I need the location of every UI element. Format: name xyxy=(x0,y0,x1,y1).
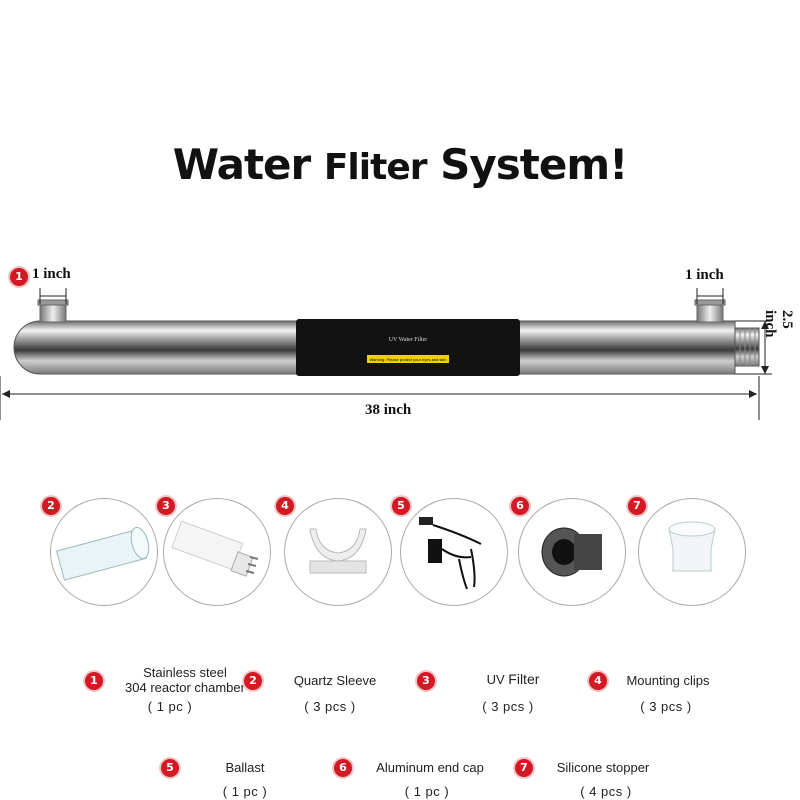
page-title: Water Fliter System! xyxy=(0,140,800,189)
legend-qty-7: ( 4 pcs ) xyxy=(580,784,632,799)
title-word-2: Fliter xyxy=(323,147,428,188)
legend-label-1-line1: Stainless steel xyxy=(143,665,227,680)
part-image-silicone-stopper xyxy=(638,498,746,606)
legend-badge-2: 2 xyxy=(244,672,262,690)
inlet-port xyxy=(39,303,67,323)
legend-badge-7: 7 xyxy=(515,759,533,777)
diameter-dimension: 2.5 inch xyxy=(762,310,795,338)
silicone-stopper-icon xyxy=(668,521,716,572)
legend-label-3-a: UV xyxy=(486,672,505,687)
uv-lamp-icon xyxy=(171,520,259,577)
legend-badge-5: 5 xyxy=(161,759,179,777)
part-image-mounting-clip xyxy=(284,498,392,606)
inlet-dimension: 1 inch xyxy=(32,266,71,282)
legend-label-1: Stainless steel 304 reactor chamber xyxy=(100,665,270,695)
quartz-sleeve-icon xyxy=(56,526,150,581)
end-cap-icon xyxy=(541,527,602,577)
badge-1-diagram: 1 xyxy=(10,268,28,286)
warning-text: Warning: Please protect your eyes and sk… xyxy=(369,357,446,362)
legend-badge-3: 3 xyxy=(417,672,435,690)
legend-label-1-line2: 304 reactor chamber xyxy=(125,680,245,695)
ballast-icon xyxy=(419,517,482,590)
legend-qty-4: ( 3 pcs ) xyxy=(640,699,692,714)
legend-label-5: Ballast xyxy=(225,760,265,775)
legend-qty-2: ( 3 pcs ) xyxy=(304,699,356,714)
legend-label-6: Aluminum end cap xyxy=(376,760,484,775)
mounting-clip-icon xyxy=(309,528,367,574)
part-image-uv-lamp xyxy=(163,498,271,606)
label-sleeve xyxy=(296,319,520,376)
legend-qty-5: ( 1 pc ) xyxy=(222,784,268,799)
badge-6: 6 xyxy=(511,497,529,515)
badge-2: 2 xyxy=(42,497,60,515)
legend-label-4: Mounting clips xyxy=(626,673,710,688)
legend-label-7: Silicone stopper xyxy=(556,760,650,775)
legend-badge-4: 4 xyxy=(589,672,607,690)
outlet-dimension: 1 inch xyxy=(685,267,724,283)
badge-3: 3 xyxy=(157,497,175,515)
warning-sticker xyxy=(367,355,449,363)
title-word-3: System! xyxy=(440,140,628,189)
uv-reactor-illustration: UV Water Filter Warning: Please protect … xyxy=(0,288,772,420)
part-image-quartz-sleeve xyxy=(50,498,158,606)
title-word-1: Water xyxy=(172,140,311,189)
badge-7: 7 xyxy=(628,497,646,515)
part-image-ballast xyxy=(400,498,508,606)
legend-qty-3: ( 3 pcs ) xyxy=(482,699,534,714)
outlet-port xyxy=(696,303,724,323)
legend-label-3: UV Filter xyxy=(468,671,558,687)
legend-badge-6: 6 xyxy=(334,759,352,777)
legend-qty-6: ( 1 pc ) xyxy=(404,784,450,799)
legend-label-2: Quartz Sleeve xyxy=(293,673,377,688)
badge-5: 5 xyxy=(392,497,410,515)
length-dimension: 38 inch xyxy=(365,402,412,418)
sleeve-title: UV Water Filter xyxy=(389,337,428,343)
legend-badge-1: 1 xyxy=(85,672,103,690)
badge-4: 4 xyxy=(276,497,294,515)
part-image-end-cap xyxy=(518,498,626,606)
legend-qty-1: ( 1 pc ) xyxy=(147,699,193,714)
legend-label-3-b: Filter xyxy=(508,671,540,687)
